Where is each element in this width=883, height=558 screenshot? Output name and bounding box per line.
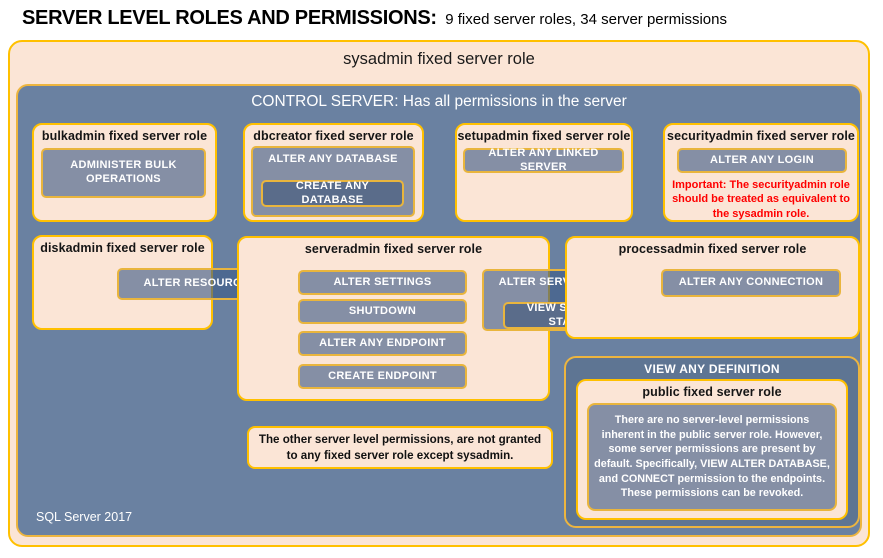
setupadmin-role-box: setupadmin fixed server role ALTER ANY L… (455, 123, 633, 222)
sysadmin-role-label: sysadmin fixed server role (343, 50, 535, 68)
public-role-box: public fixed server role There are no se… (576, 379, 848, 520)
page-title-sub: 9 fixed server roles, 34 server permissi… (445, 11, 727, 28)
processadmin-role-box: processadmin fixed server role ALTER ANY… (565, 236, 860, 339)
perm-alter-any-database: ALTER ANY DATABASE CREATE ANY DATABASE (251, 146, 415, 217)
perm-alter-any-linked-server: ALTER ANY LINKED SERVER (463, 147, 624, 173)
perm-view-any-definition: VIEW ANY DEFINITION (644, 362, 780, 376)
perm-alter-any-database-label: ALTER ANY DATABASE (268, 153, 398, 165)
perm-alter-any-login: ALTER ANY LOGIN (677, 148, 847, 173)
securityadmin-role-title: securityadmin fixed server role (667, 129, 855, 143)
serveradmin-role-title: serveradmin fixed server role (304, 242, 483, 256)
page-title: SERVER LEVEL ROLES AND PERMISSIONS: 9 fi… (22, 7, 727, 30)
securityadmin-warning-text: Important: The securityadmin role should… (672, 179, 850, 220)
perm-alter-settings: ALTER SETTINGS (298, 270, 467, 295)
setupadmin-role-title: setupadmin fixed server role (457, 129, 631, 143)
footnote-box: The other server level permissions, are … (247, 426, 553, 469)
sql-server-version-label: SQL Server 2017 (36, 510, 133, 524)
perm-shutdown: SHUTDOWN (298, 299, 467, 324)
footnote-text: The other server level permissions, are … (258, 433, 542, 462)
public-role-note: There are no server-level permissions in… (587, 403, 837, 511)
perm-alter-any-endpoint: ALTER ANY ENDPOINT (298, 331, 467, 356)
public-role-title: public fixed server role (642, 385, 782, 399)
bulkadmin-role-title: bulkadmin fixed server role (41, 129, 208, 143)
view-any-definition-box: VIEW ANY DEFINITION public fixed server … (564, 356, 860, 528)
page-title-main: SERVER LEVEL ROLES AND PERMISSIONS: (22, 7, 437, 29)
diskadmin-role-box: diskadmin fixed server role ALTER RESOUR… (32, 235, 283, 330)
sysadmin-role-box: sysadmin fixed server role CONTROL SERVE… (8, 40, 870, 547)
dbcreator-role-box: dbcreator fixed server role ALTER ANY DA… (243, 123, 424, 222)
perm-alter-any-connection: ALTER ANY CONNECTION (661, 269, 841, 297)
securityadmin-role-box: securityadmin fixed server role ALTER AN… (663, 123, 859, 222)
processadmin-role-title: processadmin fixed server role (618, 242, 807, 256)
control-server-box: CONTROL SERVER: Has all permissions in t… (16, 84, 862, 537)
perm-create-endpoint: CREATE ENDPOINT (298, 364, 467, 389)
serveradmin-role-box: serveradmin fixed server role ALTER SETT… (237, 236, 642, 401)
perm-administer-bulk-operations: ADMINISTER BULK OPERATIONS (41, 148, 206, 198)
diskadmin-role-title: diskadmin fixed server role (40, 241, 205, 255)
control-server-label: CONTROL SERVER: Has all permissions in t… (251, 93, 627, 110)
dbcreator-role-title: dbcreator fixed server role (253, 129, 414, 143)
bulkadmin-role-box: bulkadmin fixed server role ADMINISTER B… (32, 123, 217, 222)
perm-create-any-database: CREATE ANY DATABASE (261, 180, 404, 207)
